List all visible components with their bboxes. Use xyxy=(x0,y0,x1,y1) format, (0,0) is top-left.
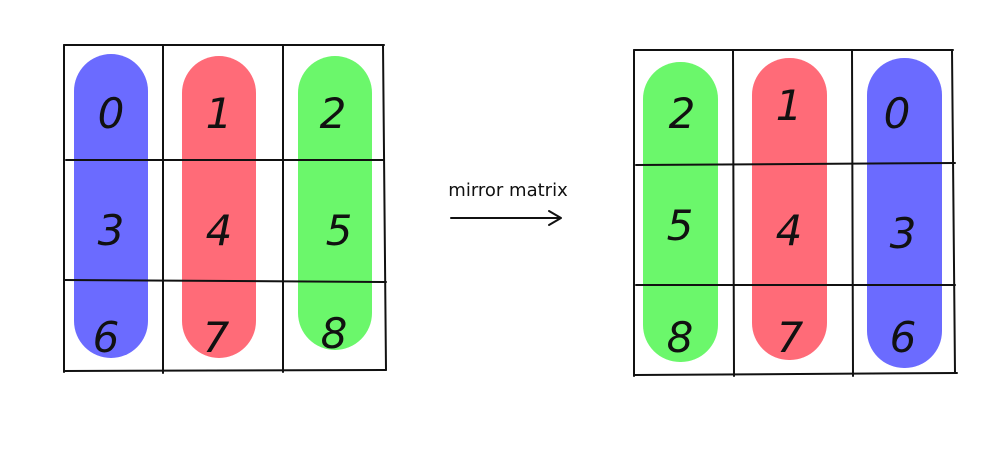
left-digits: 0 1 2 3 4 5 6 7 8 xyxy=(93,89,353,362)
left-cell-0-0: 0 xyxy=(98,89,125,138)
right-cell-0-1: 1 xyxy=(776,81,803,130)
right-cell-1-0: 5 xyxy=(667,201,694,250)
left-matrix: 0 1 2 3 4 5 6 7 8 xyxy=(63,44,387,374)
left-grid-lines xyxy=(63,44,387,374)
right-pill-col-0 xyxy=(643,62,718,362)
right-cell-1-2: 3 xyxy=(890,209,917,258)
left-pill-col-0 xyxy=(74,54,148,358)
right-matrix: 2 1 0 5 4 3 8 7 6 xyxy=(633,49,958,377)
right-grid-lines xyxy=(633,49,958,377)
right-digits: 2 1 0 5 4 3 8 7 6 xyxy=(667,81,917,362)
right-cell-2-2: 6 xyxy=(890,313,917,362)
right-cell-1-1: 4 xyxy=(776,206,803,255)
left-cell-0-2: 2 xyxy=(320,89,347,138)
left-pill-col-2 xyxy=(298,56,372,350)
right-cell-2-1: 7 xyxy=(777,313,804,362)
left-cell-1-2: 5 xyxy=(326,206,353,255)
arrow-label: mirror matrix xyxy=(448,180,568,201)
left-cell-1-1: 4 xyxy=(206,206,233,255)
mirror-arrow: mirror matrix xyxy=(448,180,568,226)
arrow-head-icon xyxy=(548,210,562,226)
right-cell-0-0: 2 xyxy=(669,89,696,138)
right-pill-col-2 xyxy=(867,58,942,368)
left-pill-col-1 xyxy=(182,56,256,358)
left-cell-2-2: 8 xyxy=(321,309,348,358)
right-cell-0-2: 0 xyxy=(884,89,911,138)
left-cell-1-0: 3 xyxy=(98,206,125,255)
left-cell-2-1: 7 xyxy=(203,313,230,362)
left-cell-2-0: 6 xyxy=(93,313,120,362)
right-cell-2-0: 8 xyxy=(667,313,694,362)
left-cell-0-1: 1 xyxy=(206,89,233,138)
